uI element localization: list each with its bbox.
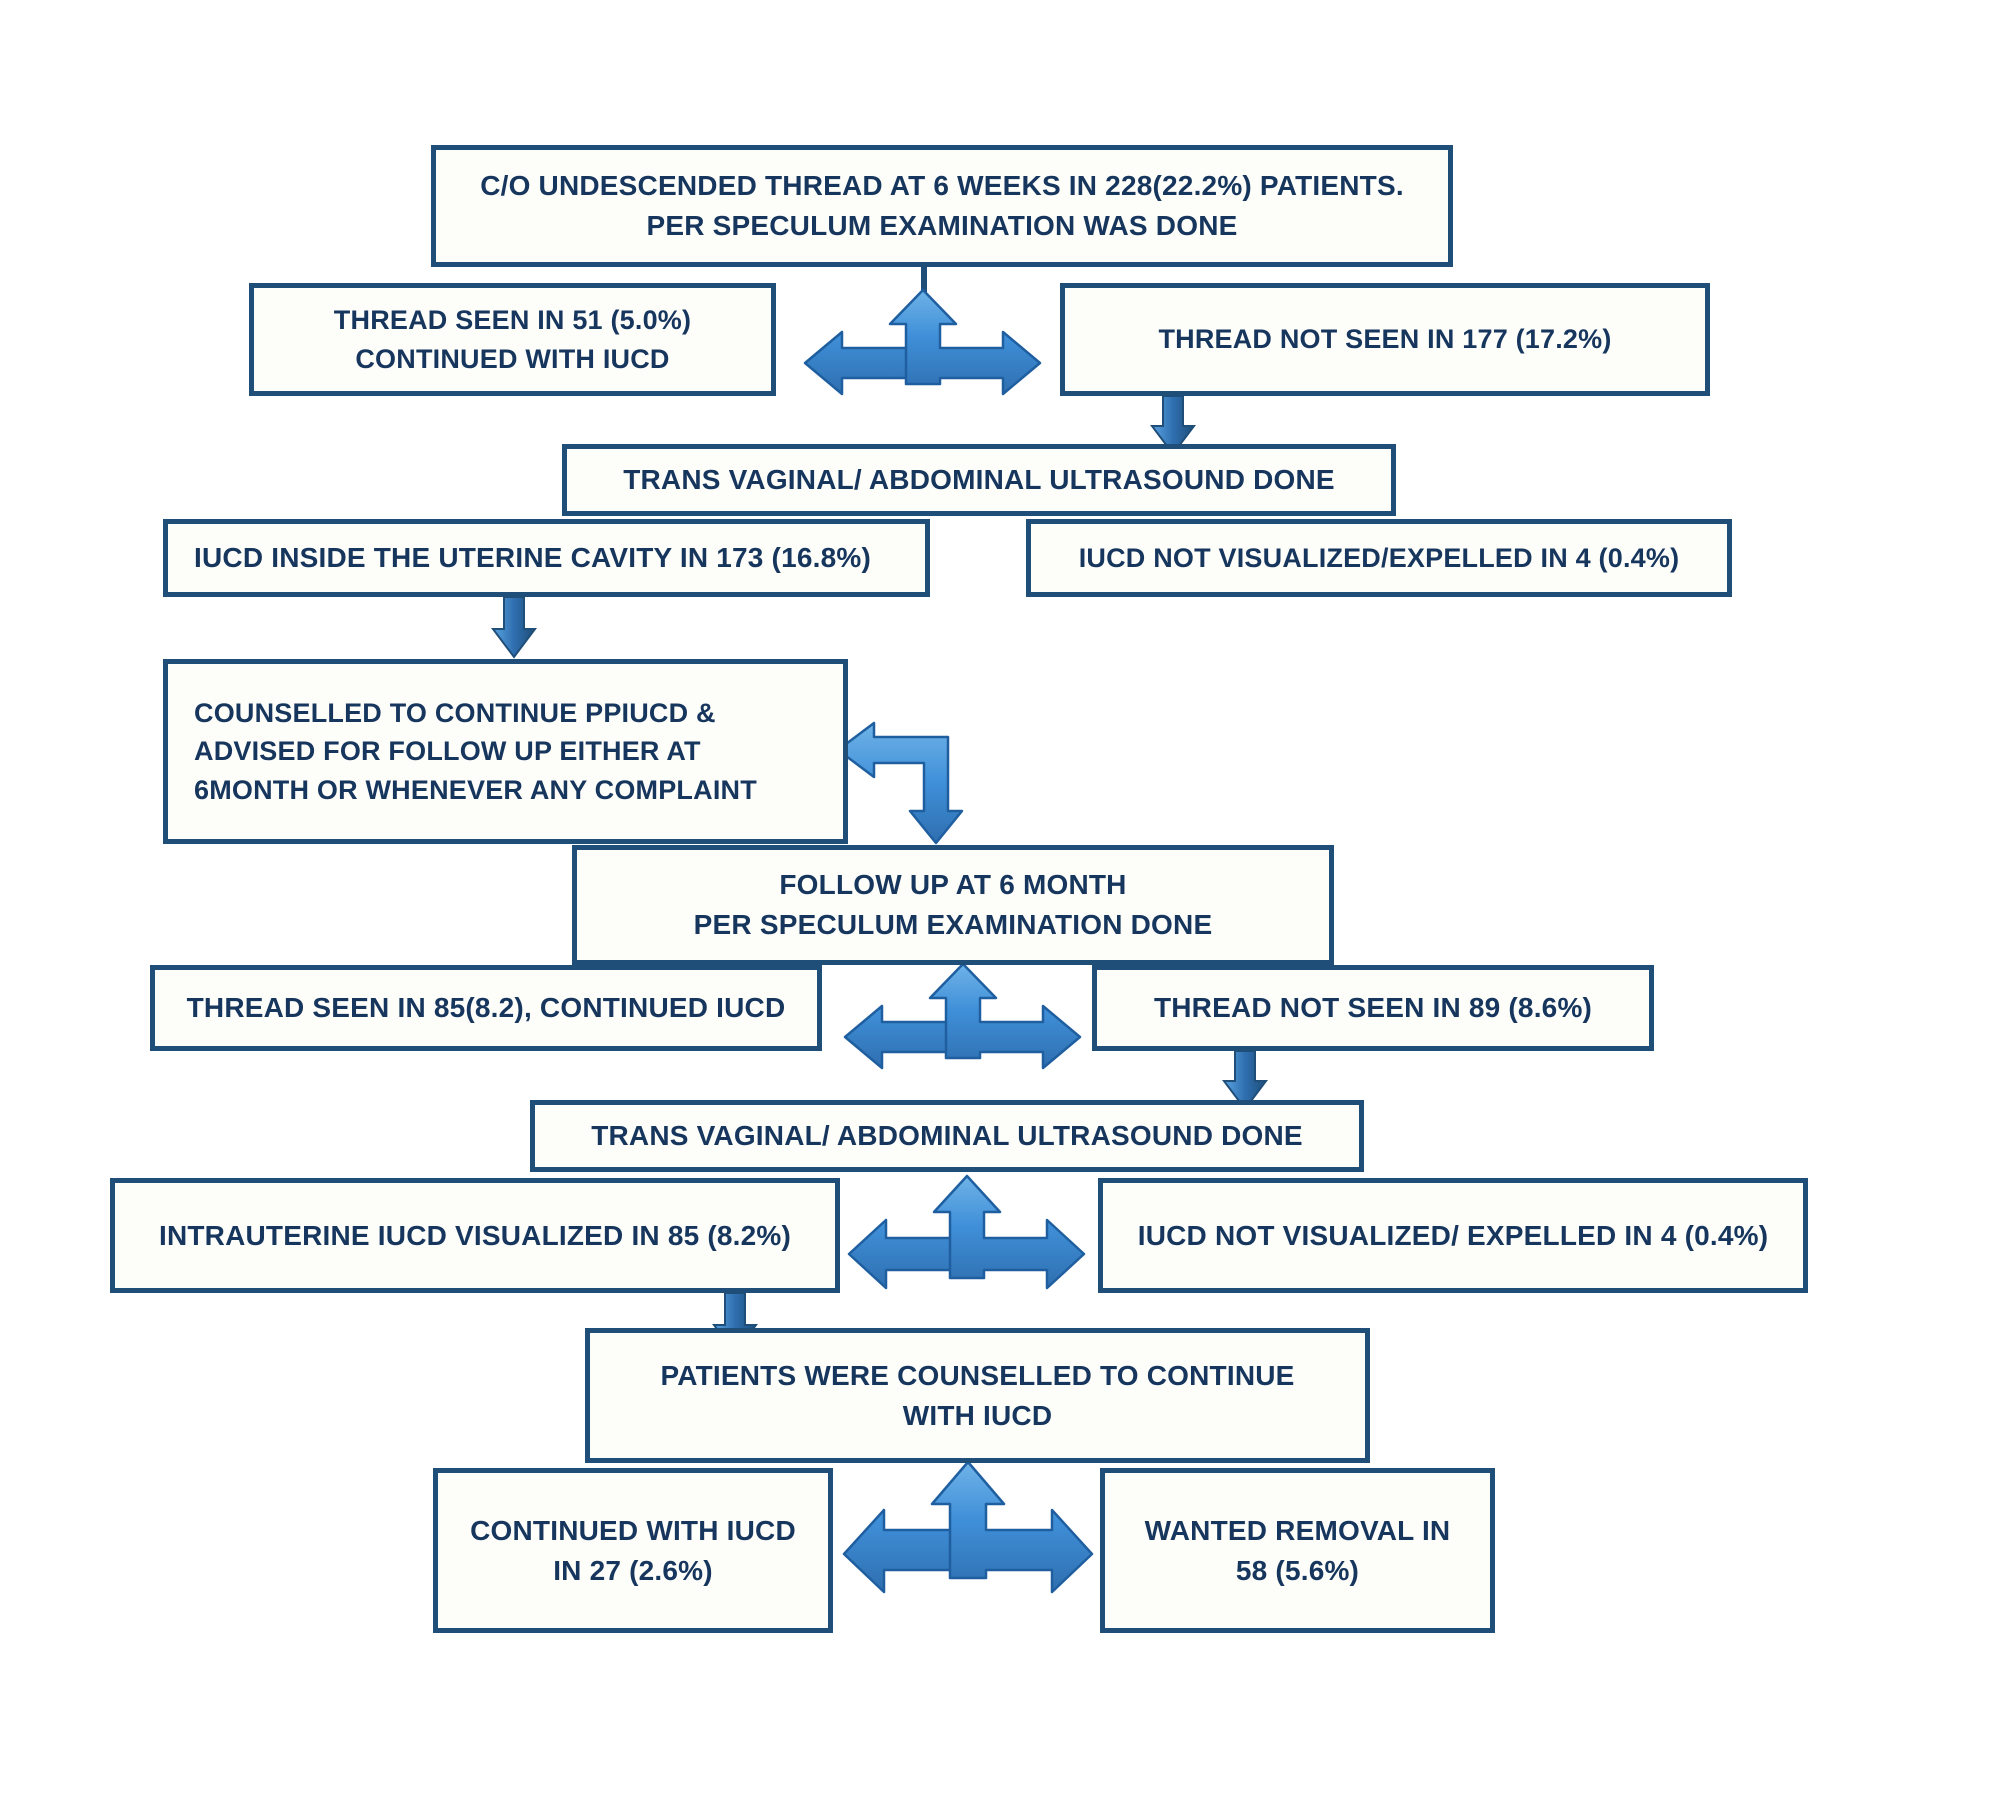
node-counselled-line-3: 6MONTH OR WHENEVER ANY COMPLAINT [194, 774, 757, 805]
node-thread-not-seen-6-weeks: THREAD NOT SEEN IN 177 (17.2%) [1060, 283, 1710, 396]
node-ultrasound-done-2-line-1: TRANS VAGINAL/ ABDOMINAL ULTRASOUND DONE [591, 1120, 1303, 1152]
down-arrow-to-ultrasound-2 [1222, 1050, 1268, 1111]
node-iucd-not-visualized-2-line-1: IUCD NOT VISUALIZED/ EXPELLED IN 4 (0.4%… [1137, 1219, 1769, 1251]
node-ultrasound-done-1: TRANS VAGINAL/ ABDOMINAL ULTRASOUND DONE [562, 444, 1396, 516]
node-complaint-line-1: C/O UNDESCENDED THREAD AT 6 WEEKS IN 228… [480, 170, 1404, 202]
node-follow-up-line-2: PER SPECULUM EXAMINATION DONE [693, 909, 1213, 940]
node-follow-up-at-6-month: FOLLOW UP AT 6 MONTH PER SPECULUM EXAMIN… [572, 845, 1334, 965]
tri-arrow-row11 [828, 1456, 1108, 1596]
tri-arrow-row7 [830, 962, 1095, 1072]
node-counselled-line-2: ADVISED FOR FOLLOW UP EITHER AT [194, 736, 701, 767]
node-wanted-removal-line-2: 58 (5.6%) [1235, 1554, 1360, 1586]
node-counselled-line-1: COUNSELLED TO CONTINUE PPIUCD & [194, 698, 716, 728]
node-continued-with-iucd: CONTINUED WITH IUCD IN 27 (2.6%) [433, 1468, 833, 1633]
node-iucd-not-visualized-1-line-1: IUCD NOT VISUALIZED/EXPELLED IN 4 (0.4%) [1078, 542, 1680, 573]
node-iucd-not-visualized-2: IUCD NOT VISUALIZED/ EXPELLED IN 4 (0.4%… [1098, 1178, 1808, 1293]
node-continued-with-iucd-line-1: CONTINUED WITH IUCD [470, 1514, 796, 1546]
node-thread-seen-6-month-line-1: THREAD SEEN IN 85(8.2), CONTINUED IUCD [186, 992, 786, 1024]
node-counselled-to-continue-ppiucd: COUNSELLED TO CONTINUE PPIUCD & ADVISED … [163, 659, 848, 844]
node-wanted-removal-line-1: WANTED REMOVAL IN [1144, 1514, 1451, 1546]
node-thread-not-seen-6-weeks-line-1: THREAD NOT SEEN IN 177 (17.2%) [1158, 324, 1612, 355]
node-iucd-inside-line-1: IUCD INSIDE THE UTERINE CAVITY IN 173 (1… [194, 542, 871, 574]
node-follow-up-line-1: FOLLOW UP AT 6 MONTH [779, 869, 1127, 901]
node-ultrasound-done-1-line-1: TRANS VAGINAL/ ABDOMINAL ULTRASOUND DONE [623, 464, 1335, 496]
down-arrow-to-ultrasound-1 [1150, 395, 1196, 456]
node-intrauterine-line-1: INTRAUTERINE IUCD VISUALIZED IN 85 (8.2%… [158, 1219, 792, 1251]
node-thread-seen-6-month: THREAD SEEN IN 85(8.2), CONTINUED IUCD [150, 965, 822, 1051]
node-iucd-not-visualized-1: IUCD NOT VISUALIZED/EXPELLED IN 4 (0.4%) [1026, 519, 1732, 597]
node-complaint-line-2: PER SPECULUM EXAMINATION WAS DONE [646, 210, 1238, 241]
elbow-arrow-counselled-to-followup [836, 715, 973, 845]
node-intrauterine-iucd-visualized: INTRAUTERINE IUCD VISUALIZED IN 85 (8.2%… [110, 1178, 840, 1293]
node-thread-not-seen-6-month: THREAD NOT SEEN IN 89 (8.6%) [1092, 965, 1654, 1051]
node-patients-counselled-line-1: PATIENTS WERE COUNSELLED TO CONTINUE [660, 1359, 1295, 1391]
node-iucd-inside-uterine-cavity: IUCD INSIDE THE UTERINE CAVITY IN 173 (1… [163, 519, 930, 597]
tri-arrow-row2 [790, 288, 1055, 398]
node-thread-seen-6-weeks-line-2: CONTINUED WITH IUCD [355, 343, 670, 374]
node-thread-not-seen-6-month-line-1: THREAD NOT SEEN IN 89 (8.6%) [1153, 992, 1593, 1024]
node-continued-with-iucd-line-2: IN 27 (2.6%) [553, 1554, 713, 1586]
node-patients-counselled-line-2: WITH IUCD [902, 1399, 1053, 1431]
node-patients-were-counselled: PATIENTS WERE COUNSELLED TO CONTINUE WIT… [585, 1328, 1370, 1463]
node-complaint: C/O UNDESCENDED THREAD AT 6 WEEKS IN 228… [431, 145, 1453, 267]
node-thread-seen-6-weeks: THREAD SEEN IN 51 (5.0%) CONTINUED WITH … [249, 283, 776, 396]
node-wanted-removal: WANTED REMOVAL IN 58 (5.6%) [1100, 1468, 1495, 1633]
node-ultrasound-done-2: TRANS VAGINAL/ ABDOMINAL ULTRASOUND DONE [530, 1100, 1364, 1172]
tri-arrow-row9 [834, 1172, 1099, 1292]
down-arrow-to-counselled [491, 596, 537, 659]
node-thread-seen-6-weeks-line-1: THREAD SEEN IN 51 (5.0%) [333, 305, 692, 336]
